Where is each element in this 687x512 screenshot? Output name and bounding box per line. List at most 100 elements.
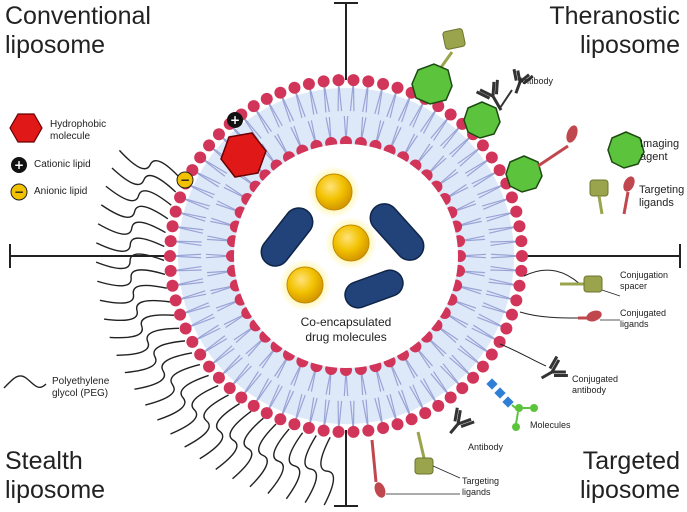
lipid-head <box>288 81 301 94</box>
lipid-head <box>194 151 207 164</box>
title-line: Theranostic <box>549 2 680 30</box>
label-line: agent <box>640 151 668 163</box>
antibody-icon <box>475 79 503 111</box>
peg-chain <box>249 423 277 488</box>
anionic-lipid <box>176 171 194 189</box>
peg-chain <box>96 237 165 252</box>
targeting-ligand-green <box>414 457 434 475</box>
label-line: Polyethylene <box>52 376 110 387</box>
lipid-head <box>493 164 506 177</box>
peg-chains <box>95 149 335 506</box>
peg-chain <box>97 221 166 235</box>
lipid-head <box>212 128 225 141</box>
legend-imaging-icon <box>607 131 645 169</box>
drug-sphere <box>286 266 324 304</box>
lipid-head <box>444 108 457 121</box>
lipid-head <box>513 220 526 233</box>
lipid-head <box>302 422 315 435</box>
label-line: antibody <box>572 385 607 395</box>
lipid-head <box>317 75 330 88</box>
label-conjugation-spacer: Conjugation spacer <box>620 270 668 292</box>
lipid-head <box>444 391 457 404</box>
legend-ligand-stalk <box>597 195 604 215</box>
molecule-blue <box>494 387 506 399</box>
conjugated-ligand <box>583 275 603 293</box>
peg-chain <box>103 299 170 322</box>
label-line: Conjugated <box>620 308 667 318</box>
label-line: drug molecules <box>305 330 387 344</box>
peg-chain <box>320 436 335 506</box>
lipid-head <box>247 399 260 412</box>
conjugation-spacer-line <box>523 269 581 285</box>
minus-symbol: − <box>180 173 190 187</box>
lipid-head <box>169 294 182 307</box>
title-line: liposome <box>579 31 680 59</box>
label-molecules: Molecules <box>530 420 571 430</box>
ligand-stalk <box>537 144 569 168</box>
legend-ligand-red-stalk <box>622 191 630 215</box>
peg-chain <box>111 167 177 193</box>
label-hydrophobic-molecule: Hydrophobic molecule <box>50 119 106 143</box>
plus-symbol: + <box>230 113 240 127</box>
lipid-head <box>164 264 177 277</box>
peg-chain <box>116 327 179 356</box>
legend-ligand-green <box>589 179 609 197</box>
peg-chain <box>232 417 264 480</box>
lipid-head <box>362 424 375 437</box>
title-conventional-liposome: Conventional liposome <box>5 2 151 60</box>
label-antibody-top: Antibody <box>518 76 554 86</box>
label-conjugated-ligands: Conjugated ligands <box>620 308 666 330</box>
label-line: glycol (PEG) <box>52 388 109 399</box>
lipid-head <box>164 250 176 262</box>
ligand-stalk <box>370 439 378 483</box>
lipid-head <box>347 74 360 87</box>
lipid-head <box>260 92 273 105</box>
label-line: ligands <box>639 197 674 209</box>
label-antibody-bottom: Antibody <box>468 442 504 452</box>
spacer-line <box>519 311 581 319</box>
lipid-head <box>432 399 445 412</box>
lipid-head <box>260 407 273 420</box>
label-line: Targeting <box>639 184 685 196</box>
legend-plus-symbol: + <box>14 158 24 172</box>
pointer-line <box>432 465 461 479</box>
lipid-head <box>317 424 330 437</box>
drug-sphere <box>315 173 353 211</box>
legend-hydrophobic-icon <box>9 113 43 143</box>
label-line: ligands <box>620 319 649 329</box>
peg-chain <box>285 432 304 500</box>
lipid-head <box>505 191 518 204</box>
lipid-head <box>485 151 498 164</box>
peg-chain <box>99 284 168 304</box>
antibody-icon <box>512 68 534 94</box>
lipid-head <box>476 139 489 152</box>
lipid-head <box>174 191 187 204</box>
ligand-head <box>442 28 466 50</box>
legend-cationic-icon <box>11 157 27 173</box>
legend-ligand-red <box>623 176 635 192</box>
lipid-head <box>166 220 179 233</box>
molecule-blue <box>486 378 498 390</box>
peg-chain <box>100 204 169 220</box>
lipid-head <box>164 235 177 248</box>
drug-sphere <box>332 224 370 262</box>
title-line: Conventional <box>5 2 151 30</box>
imaging-agent <box>411 63 453 105</box>
peg-chain <box>170 384 219 435</box>
title-targeted-liposome: Targeted liposome <box>580 447 680 505</box>
label-imaging-agent: Imaging agent <box>640 138 679 164</box>
label-targeting-ligands-bottom: Targeting ligands <box>462 476 499 498</box>
lipid-head <box>362 75 375 88</box>
label-peg: Polyethylene glycol (PEG) <box>52 376 109 400</box>
label-line: spacer <box>620 281 648 291</box>
lipid-head <box>515 264 528 277</box>
peg-chain <box>109 314 174 339</box>
label-line: molecule <box>50 131 91 142</box>
legend-anionic-icon <box>10 183 28 201</box>
lipid-head <box>169 205 182 218</box>
lipid-head <box>510 294 523 307</box>
lipid-head <box>510 205 523 218</box>
lipid-head <box>274 86 287 99</box>
antibody-icon <box>449 407 475 435</box>
